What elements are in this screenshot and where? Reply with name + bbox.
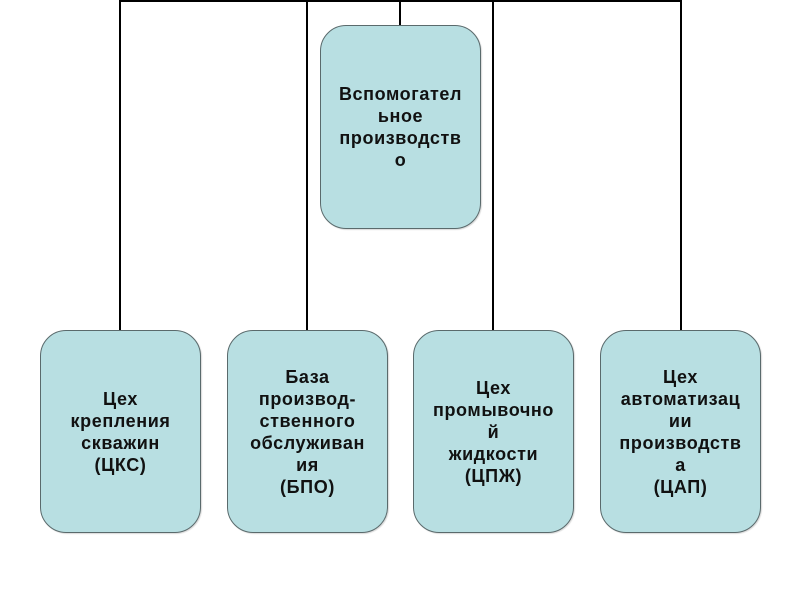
child-node-production-service-base: База производ- ственного обслуживан ия (…: [227, 330, 388, 533]
child-node-label: База производ- ственного обслуживан ия (…: [250, 366, 365, 497]
connector-to-child-4: [680, 0, 682, 330]
child-node-label: Цех промывочно й жидкости (ЦПЖ): [432, 377, 554, 486]
connector-to-child-1: [119, 0, 121, 330]
root-node-auxiliary-production: Вспомогател ьное производств о: [320, 25, 481, 229]
child-node-well-casing-shop: Цех крепления скважин (ЦКС): [40, 330, 201, 533]
child-node-label: Цех крепления скважин (ЦКС): [70, 388, 171, 475]
connector-root-stem: [399, 0, 401, 25]
child-node-drilling-fluid-shop: Цех промывочно й жидкости (ЦПЖ): [413, 330, 574, 533]
connector-to-child-2: [306, 0, 308, 330]
child-node-automation-shop: Цех автоматизац ии производств а (ЦАП): [600, 330, 761, 533]
child-node-label: Цех автоматизац ии производств а (ЦАП): [619, 366, 742, 497]
connector-to-child-3: [492, 0, 494, 330]
root-node-label: Вспомогател ьное производств о: [338, 84, 463, 170]
